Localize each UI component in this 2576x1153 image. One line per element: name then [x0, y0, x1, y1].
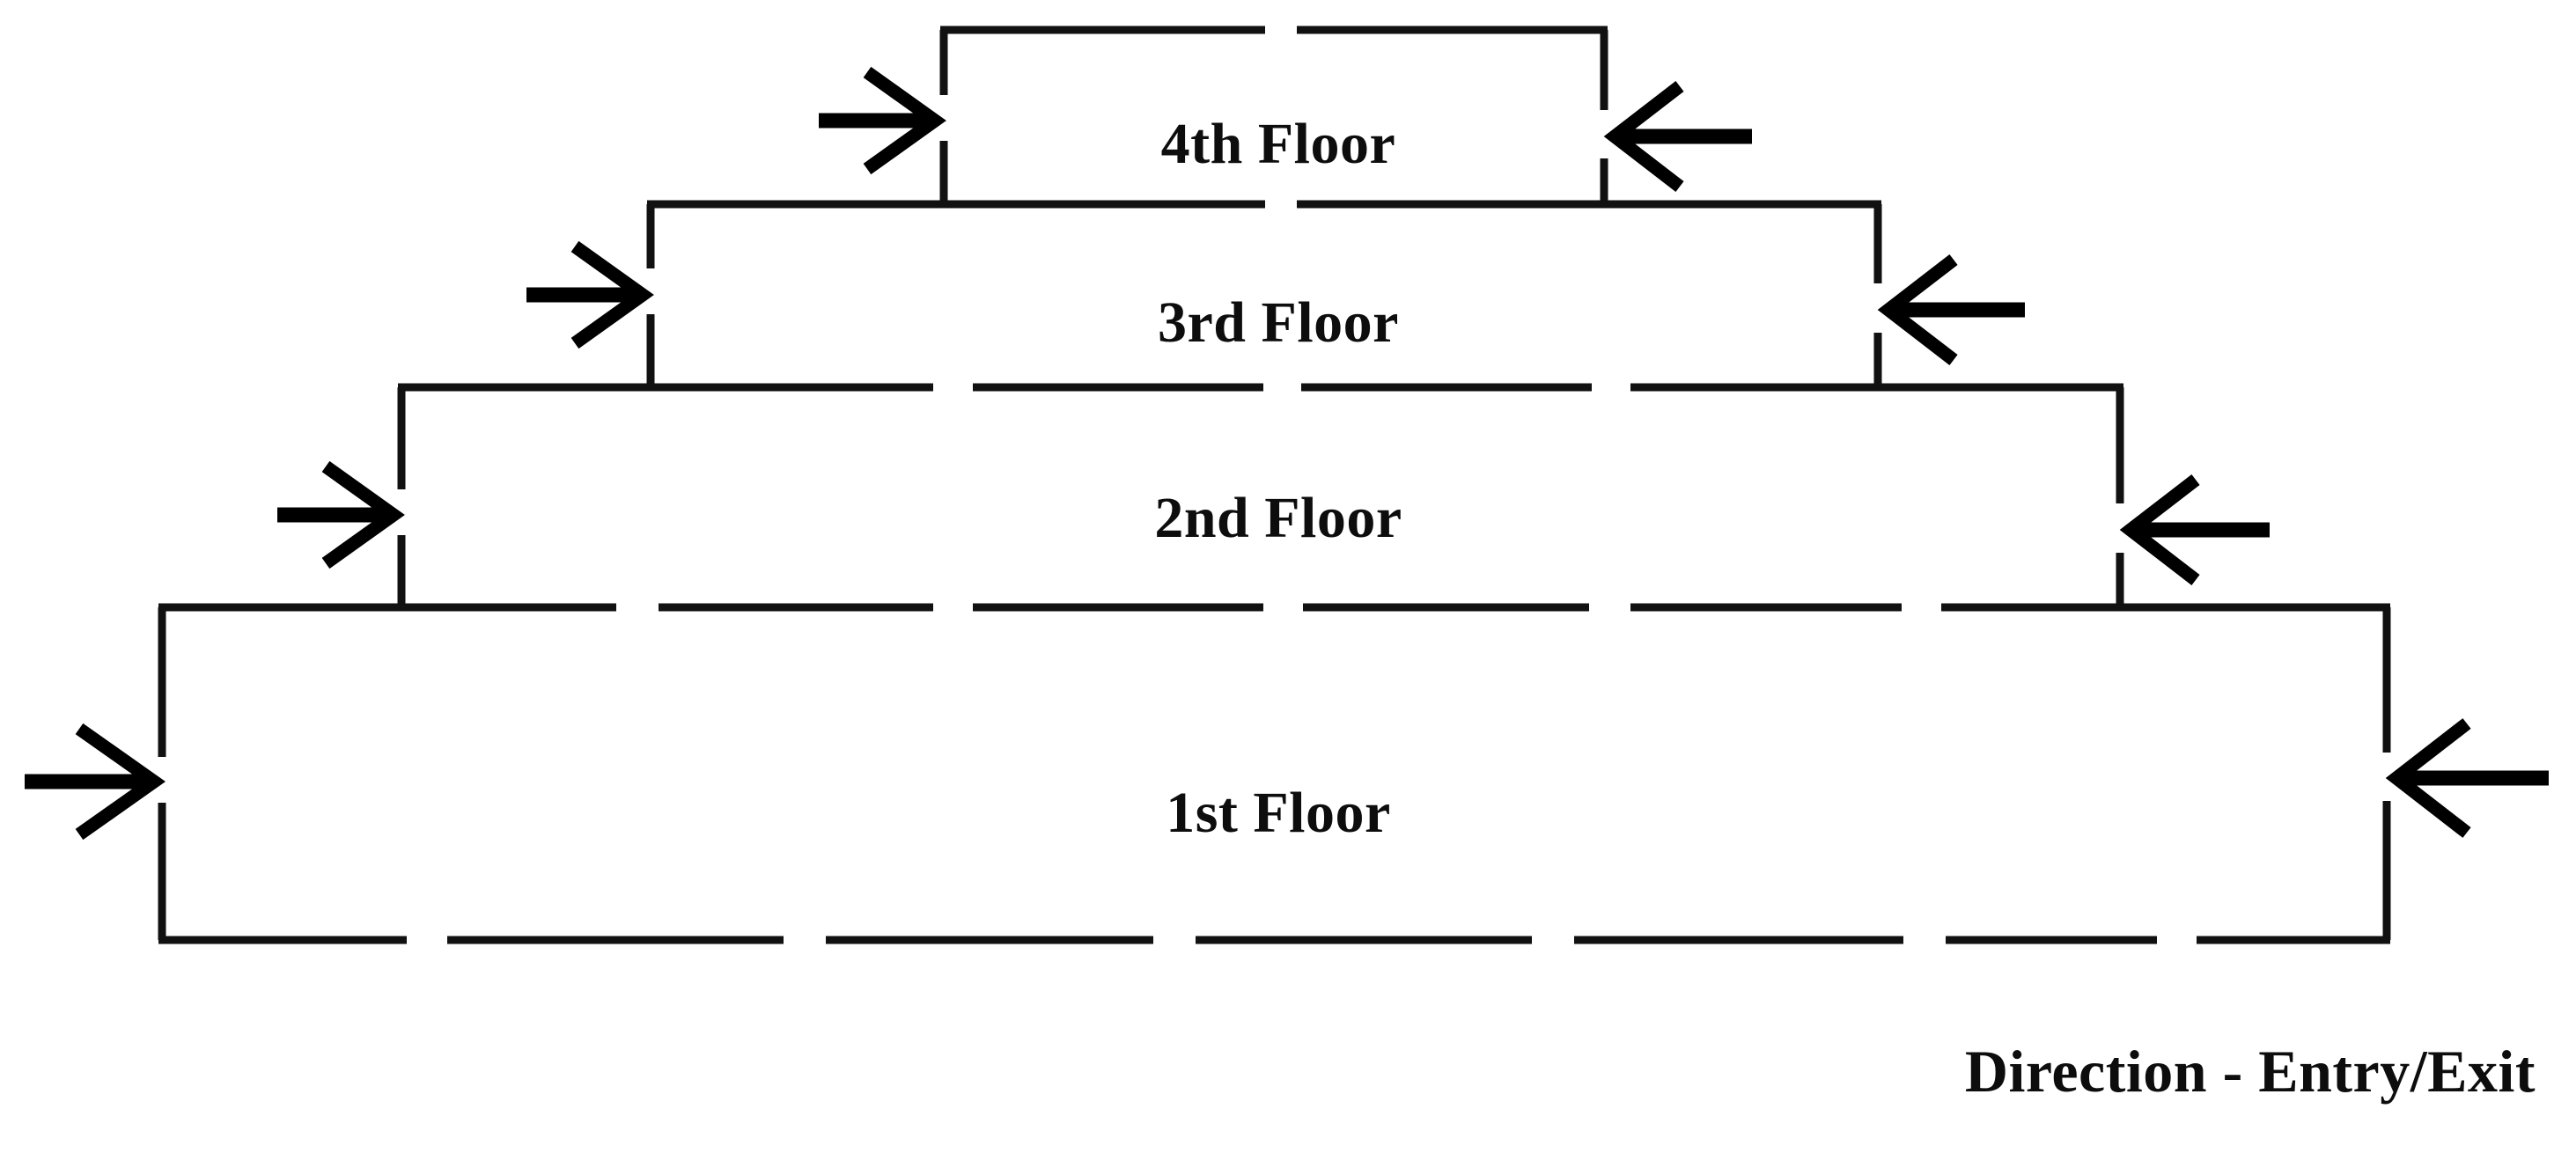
- floor-3-group: 3rd Floor: [646, 200, 1882, 387]
- entry-arrow-floor-3-icon: [526, 240, 654, 349]
- floor-2-group: 2nd Floor: [397, 383, 2124, 607]
- exit-arrow-floor-1-icon: [2385, 718, 2549, 838]
- exit-arrow-floor-4-icon: [1603, 81, 1752, 192]
- floor-4-group: 4th Floor: [939, 26, 1608, 204]
- exit-arrows-group: [1603, 81, 2549, 838]
- exit-arrow-floor-3-icon: [1877, 254, 2025, 365]
- entry-arrow-floor-2-icon: [277, 460, 405, 569]
- floor-1-group: 1st Floor: [158, 603, 2391, 944]
- floor-3-label: 3rd Floor: [1158, 290, 1399, 355]
- floor-1-label: 1st Floor: [1166, 781, 1391, 845]
- entry-arrows-group: [25, 66, 946, 841]
- floor-2-label: 2nd Floor: [1154, 486, 1402, 550]
- exit-arrow-floor-2-icon: [2119, 474, 2270, 585]
- entry-arrow-floor-4-icon: [819, 66, 946, 175]
- entry-arrow-floor-1-icon: [25, 723, 166, 841]
- legend-direction-entry-exit-label: Direction - Entry/Exit: [1965, 1038, 2536, 1105]
- floor-4-label: 4th Floor: [1161, 112, 1396, 176]
